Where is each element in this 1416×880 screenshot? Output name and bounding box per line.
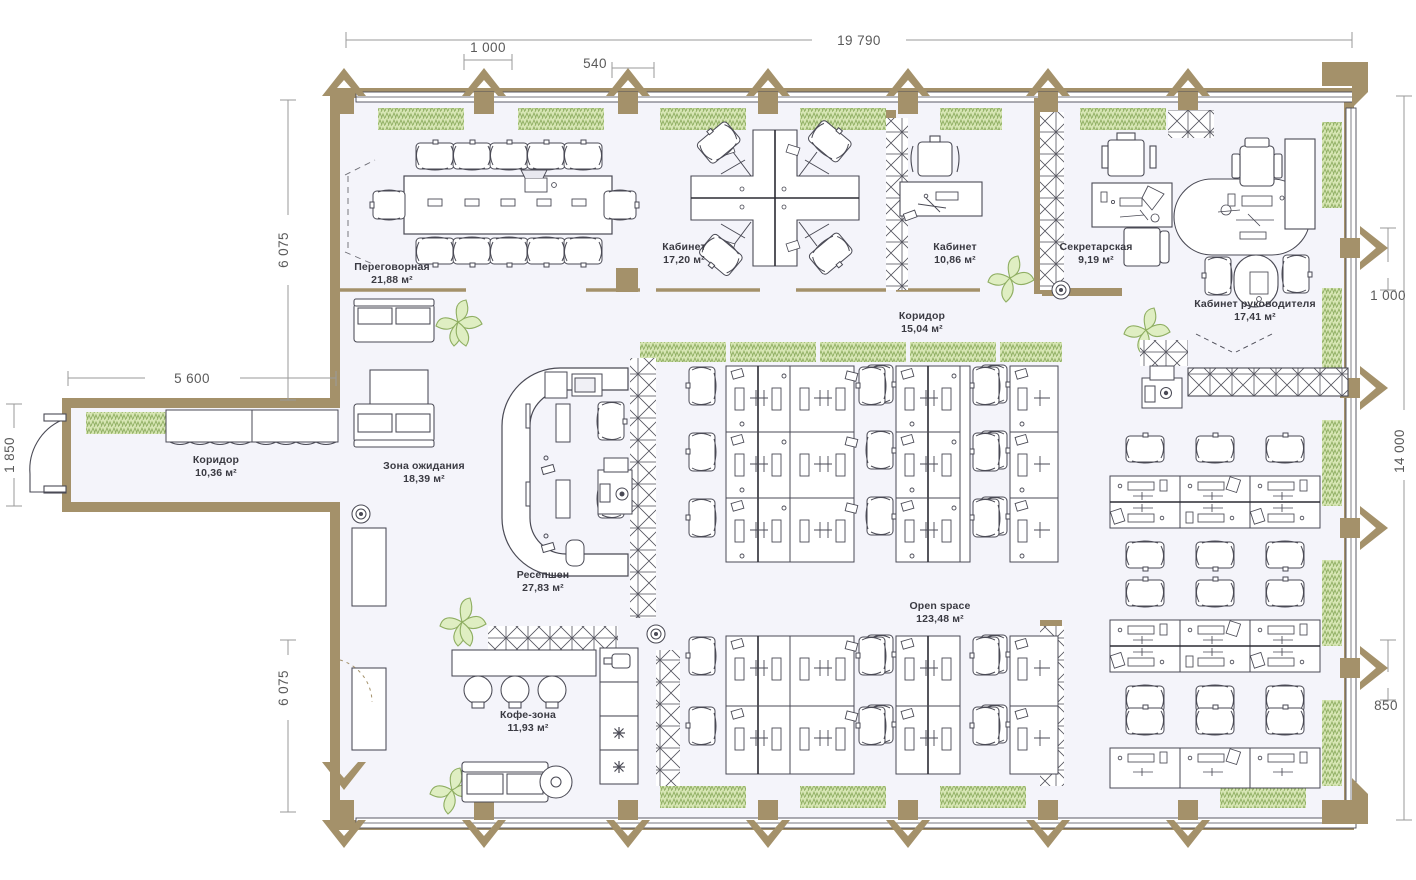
dimension-lines <box>6 32 1412 821</box>
dim-right-sill: 850 <box>1374 698 1398 713</box>
svg-text:123,48 м²: 123,48 м² <box>916 613 964 625</box>
room-label-koridor-main: Коридор 15,04 м² <box>899 310 945 335</box>
room-label-kofe-zona: Кофе-зона 11,93 м² <box>500 709 556 734</box>
svg-text:Кабинет: Кабинет <box>662 241 706 253</box>
dim-left-lower: 6 075 <box>276 670 291 706</box>
svg-text:10,86 м²: 10,86 м² <box>934 254 976 266</box>
dim-left-door: 1 850 <box>2 437 17 473</box>
room-label-kabinet-2: Кабинет 10,86 м² <box>933 241 977 266</box>
room-label-kabinet-rukovoditelya: Кабинет руководителя 17,41 м² <box>1194 298 1316 323</box>
ceiling-fixture-markers <box>1051 280 1071 300</box>
svg-text:17,20 м²: 17,20 м² <box>663 254 705 266</box>
svg-text:Секретарская: Секретарская <box>1059 241 1132 253</box>
dim-top-window: 1 000 <box>470 40 506 55</box>
room-labels: Переговорная 21,88 м² Кабинет 17,20 м² К… <box>193 241 1316 734</box>
svg-text:Кабинет руководителя: Кабинет руководителя <box>1194 298 1316 310</box>
cross-workstation-cluster <box>690 116 860 280</box>
entry-corridor <box>29 409 339 494</box>
office-10-86-furniture <box>899 135 983 222</box>
svg-text:21,88 м²: 21,88 м² <box>371 274 413 286</box>
facade-columns-top <box>322 68 1210 114</box>
executive-office-furniture <box>1173 137 1349 397</box>
open-space-paired-desks-right <box>1109 432 1321 789</box>
svg-text:18,39 м²: 18,39 м² <box>403 473 445 485</box>
conference-room-furniture <box>344 139 640 268</box>
svg-text:Ресепшен: Ресепшен <box>517 569 570 581</box>
coffee-zone-furniture <box>451 624 666 803</box>
svg-text:Переговорная: Переговорная <box>354 261 430 273</box>
open-space-bench-desks-lower <box>685 634 1059 775</box>
svg-text:27,83 м²: 27,83 м² <box>522 582 564 594</box>
window-glazing-right <box>1345 107 1357 809</box>
room-label-zona-ozhidaniya: Зона ожидания 18,39 м² <box>383 460 465 485</box>
facade-columns-right <box>1340 226 1388 690</box>
hedge-planters <box>86 108 1342 808</box>
svg-text:Зона ожидания: Зона ожидания <box>383 460 465 472</box>
dim-left-upper: 6 075 <box>276 232 291 268</box>
svg-text:Кофе-зона: Кофе-зона <box>500 709 556 721</box>
room-label-resepshen: Ресепшен 27,83 м² <box>517 569 570 594</box>
svg-text:Коридор: Коридор <box>899 310 945 322</box>
facade-columns-bottom <box>322 762 1210 848</box>
room-label-peregovornaya: Переговорная 21,88 м² <box>354 261 430 286</box>
printer-multifunction <box>597 457 633 515</box>
svg-text:Кабинет: Кабинет <box>933 241 977 253</box>
svg-text:15,04 м²: 15,04 м² <box>901 323 943 335</box>
svg-text:11,93 м²: 11,93 м² <box>507 722 548 734</box>
dim-right-window: 1 000 <box>1370 288 1406 303</box>
svg-text:Open space: Open space <box>909 600 970 612</box>
dim-top-pier: 540 <box>583 56 607 71</box>
waiting-area-furniture <box>339 298 435 751</box>
svg-text:9,19 м²: 9,19 м² <box>1078 254 1114 266</box>
svg-text:17,41 м²: 17,41 м² <box>1234 311 1276 323</box>
room-label-koridor-left: Коридор 10,36 м² <box>193 454 239 479</box>
dimension-labels: 19 790 1 000 540 6 075 5 600 1 850 6 075… <box>2 33 1407 713</box>
dim-entry-width: 5 600 <box>174 371 210 386</box>
secretary-office-furniture <box>1091 132 1173 267</box>
reception-desk <box>501 367 629 577</box>
open-space-bench-desks-upper <box>685 364 1059 563</box>
room-label-kabinet-1: Кабинет 17,20 м² <box>662 241 706 266</box>
svg-text:10,36 м²: 10,36 м² <box>195 467 237 479</box>
dim-right-overall: 14 000 <box>1392 429 1407 473</box>
room-label-sekretarskaya: Секретарская 9,19 м² <box>1059 241 1132 266</box>
corner-columns <box>1322 62 1368 824</box>
printer-multifunction-right <box>1141 365 1183 409</box>
room-label-open-space: Open space 123,48 м² <box>909 600 970 625</box>
svg-text:Коридор: Коридор <box>193 454 239 466</box>
dim-top-overall: 19 790 <box>837 33 881 48</box>
